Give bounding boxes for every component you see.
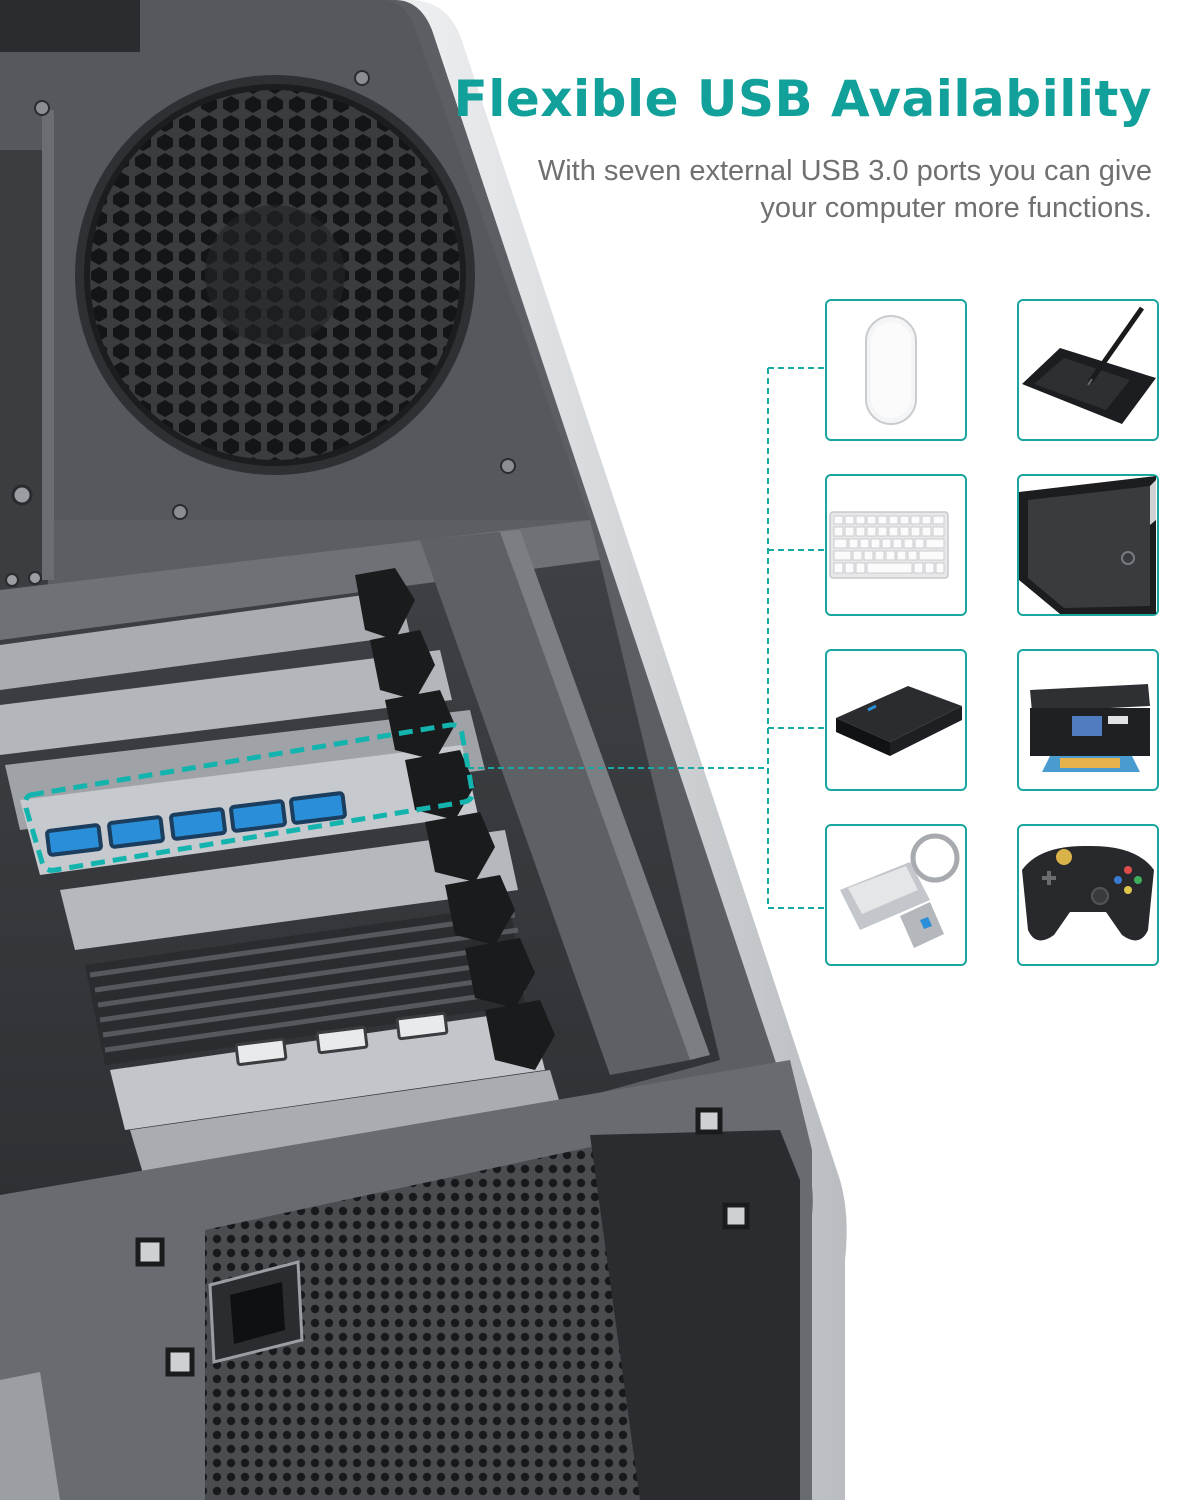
device-card (825, 474, 967, 616)
headline: Flexible USB Availability (453, 70, 1152, 128)
device-card (825, 824, 967, 966)
screw-icon (34, 100, 50, 116)
screw-icon (695, 1107, 723, 1135)
gamepad-icon (1022, 845, 1154, 941)
expansion-bay (0, 520, 720, 1210)
connector-lines (468, 367, 826, 909)
device-grid (825, 299, 1159, 966)
screw-icon (354, 70, 370, 86)
device-card (1017, 824, 1159, 966)
hard-drive-icon (836, 686, 962, 756)
subtitle: With seven external USB 3.0 ports you ca… (537, 155, 1152, 224)
heatsink (85, 905, 526, 1065)
screw-icon (722, 1202, 750, 1230)
screw-icon (135, 1237, 165, 1267)
device-card (1017, 299, 1159, 441)
device-card (1017, 474, 1159, 616)
screw-icon (165, 1347, 195, 1377)
tablet-icon (1019, 476, 1156, 614)
highlight-outline (23, 722, 475, 873)
device-card (825, 649, 967, 791)
usb-3-ports (45, 791, 347, 857)
front-usb-ports (234, 1011, 449, 1066)
drawing-tablet-icon (1022, 306, 1156, 424)
screw-icon (500, 458, 516, 474)
screw-icon (172, 504, 188, 520)
mouse-icon (865, 315, 917, 425)
keyboard-icon (829, 511, 949, 579)
printer-icon (1030, 684, 1150, 772)
power-supply (0, 1060, 812, 1500)
device-card (1017, 649, 1159, 791)
usb-flash-drive-icon (840, 833, 960, 948)
cooling-fan (5, 70, 516, 587)
device-card (825, 299, 967, 441)
